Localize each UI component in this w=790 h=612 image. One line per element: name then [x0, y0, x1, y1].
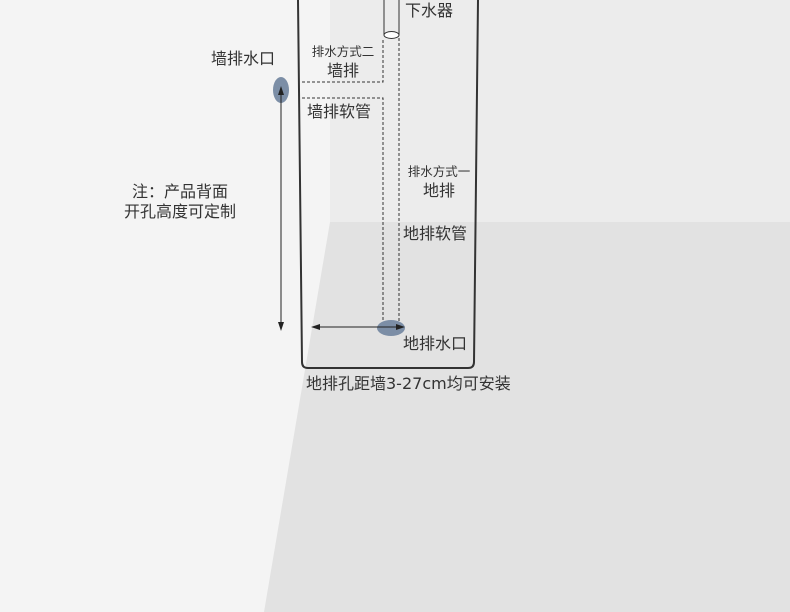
wall-outlet-label: 墙排水口 [211, 49, 276, 68]
floor-outlet-label: 地排水口 [403, 334, 468, 353]
cabinet-outline [297, 0, 479, 369]
height-arrow-head-bottom [278, 322, 284, 331]
floor-hose-label: 地排软管 [403, 224, 468, 243]
wall-drain-dashed-box [302, 38, 384, 83]
floor-outlet-marker [377, 320, 405, 336]
distance-arrow-head-left [311, 324, 320, 330]
drain-pipe-opening [383, 31, 400, 39]
method-two-title: 排水方式二 [311, 44, 375, 59]
floor-plane [264, 222, 790, 612]
wall-hose-label: 墙排软管 [307, 102, 372, 121]
method-one-name: 地排 [422, 181, 455, 200]
wall-hose-dashed-route [302, 97, 384, 322]
method-two-name: 墙排 [326, 61, 359, 80]
height-note-line2: 开孔高度可定制 [123, 202, 236, 221]
distance-arrow-head-right [396, 324, 405, 330]
height-note: 注：产品背面 开孔高度可定制 [100, 182, 260, 222]
height-arrow-head-top [278, 86, 284, 95]
method-one-title: 排水方式一 [407, 164, 471, 179]
drain-fitting-label: 下水器 [405, 1, 454, 20]
distance-note: 地排孔距墙3-27cm均可安装 [306, 374, 511, 393]
right-wall [330, 0, 790, 222]
height-note-line1: 注：产品背面 [131, 182, 228, 201]
